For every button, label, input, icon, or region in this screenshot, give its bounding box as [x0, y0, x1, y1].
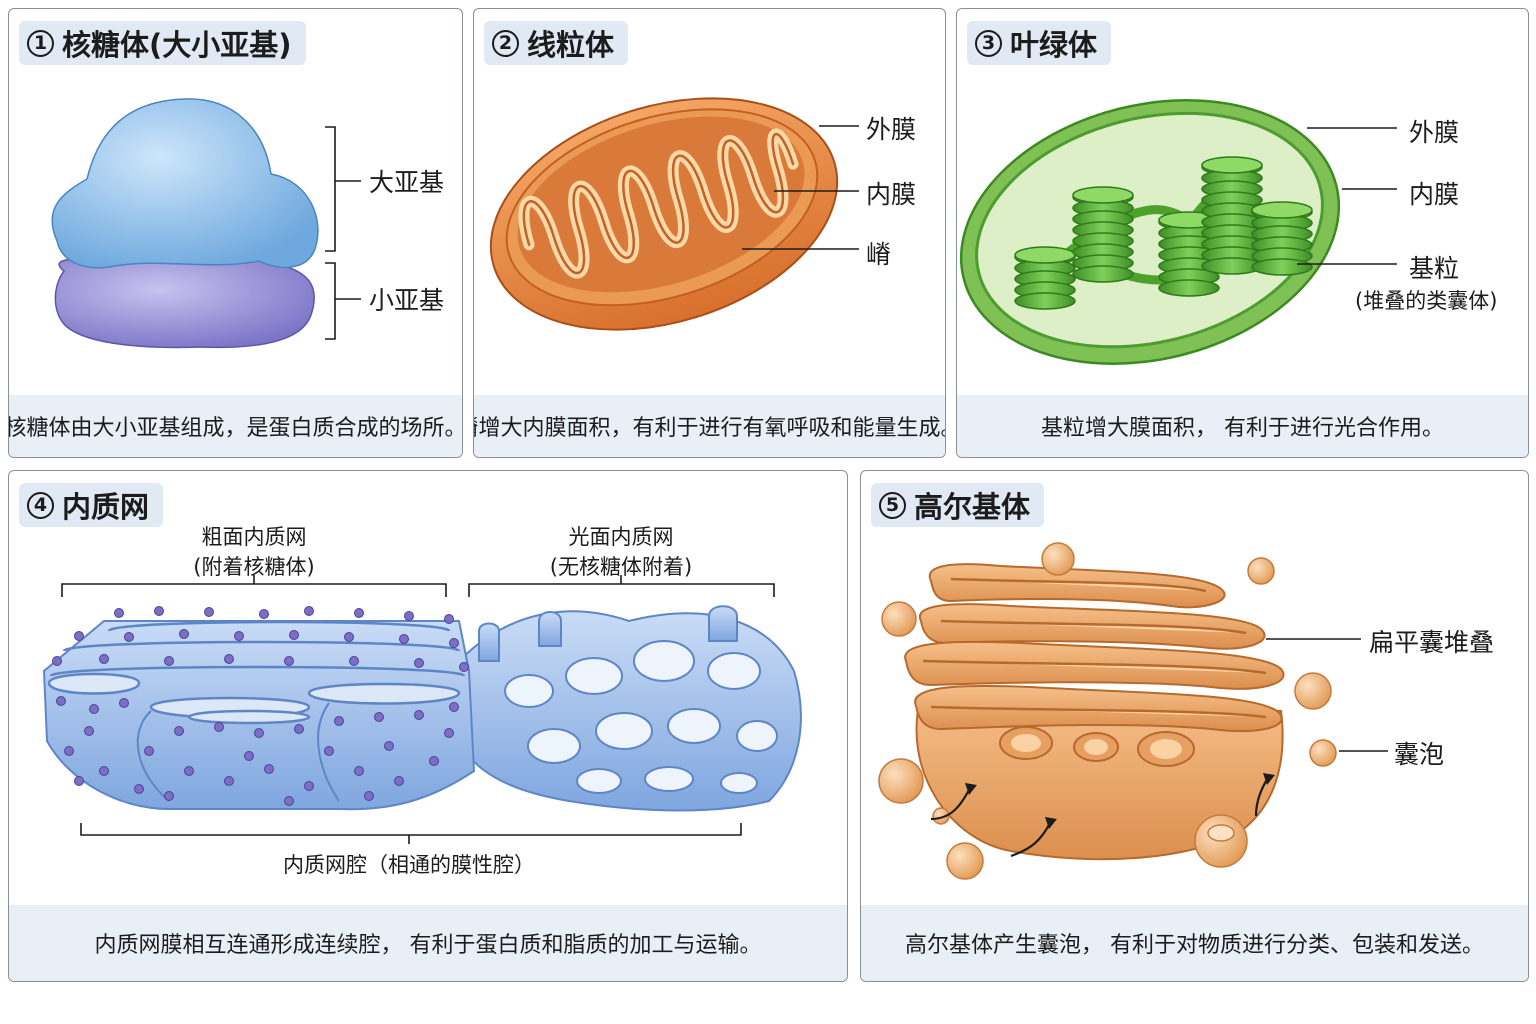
panel-number: 2	[492, 29, 519, 57]
label-granum-note: (堆叠的类囊体)	[1355, 289, 1498, 313]
label-inner-membrane: 内膜	[1409, 180, 1460, 209]
panel-golgi: 5 高尔基体 扁平囊堆叠 囊泡 高尔基体产生囊泡， 有利于对物质进行分类、包装和发…	[860, 470, 1529, 982]
label-cristae: 嵴	[866, 240, 892, 269]
panel-title-er: 4 内质网	[19, 483, 164, 527]
vesicles	[878, 542, 1337, 880]
golgi-illustration	[878, 542, 1388, 880]
small-subunit	[54, 257, 315, 349]
panel-title-golgi: 5 高尔基体	[871, 483, 1045, 527]
panel-chloroplast: 3 叶绿体 外膜 内膜 基粒 (堆叠的类囊体) 基粒增大膜面积， 有利于进行光合作…	[956, 8, 1529, 458]
panel-title-ribosome: 1 核糖体(大小亚基)	[19, 21, 306, 65]
label-cisternae: 扁平囊堆叠	[1369, 628, 1495, 657]
caption-mitochondria: 嵴增大内膜面积，有利于进行有氧呼吸和能量生成。	[474, 395, 945, 457]
caption-ribosome: 核糖体由大小亚基组成，是蛋白质合成的场所。	[9, 395, 462, 457]
panel-number: 3	[975, 29, 1002, 57]
ribosome-illustration	[51, 98, 361, 349]
smooth-er	[452, 605, 802, 812]
title-text: 叶绿体	[1010, 28, 1098, 62]
label-granum: 基粒	[1409, 254, 1460, 283]
title-text: 高尔基体	[914, 490, 1031, 524]
large-subunit	[51, 98, 319, 269]
panel-number: 4	[27, 491, 54, 519]
label-outer-membrane: 外膜	[866, 115, 917, 144]
panel-number: 5	[879, 491, 906, 519]
label-er-lumen: 内质网腔（相通的膜性腔）	[283, 853, 535, 877]
caption-chloroplast: 基粒增大膜面积， 有利于进行光合作用。	[957, 395, 1528, 457]
title-text: 核糖体(大小亚基)	[62, 28, 292, 62]
title-text: 线粒体	[527, 28, 615, 62]
panel-mitochondria: 2 线粒体 外膜 内膜 嵴 嵴增大内膜面积，有利于进行有氧呼吸和能量生成。	[473, 8, 946, 458]
panel-title-chloroplast: 3 叶绿体	[967, 21, 1112, 65]
label-smooth-er: 光面内质网	[568, 525, 674, 549]
panel-er: 4 内质网 粗面内质网 (附着核糖体) 光面内质网 (无核糖体附着) 内质网腔（相…	[8, 470, 848, 982]
label-rough-er: 粗面内质网	[201, 525, 307, 549]
rough-er	[42, 620, 476, 811]
chloroplast-illustration	[959, 99, 1397, 365]
label-rough-er-note: (附着核糖体)	[193, 555, 315, 579]
label-vesicle: 囊泡	[1394, 740, 1445, 769]
label-smooth-er-note: (无核糖体附着)	[549, 555, 693, 579]
label-large-subunit: 大亚基	[369, 168, 445, 197]
grana	[1014, 156, 1313, 310]
ribosome-dots	[52, 606, 469, 806]
er-illustration	[42, 575, 802, 844]
panel-ribosome: 1 核糖体(大小亚基) 大亚基 小亚基 核糖体由大小亚基组成，是蛋白质合成的场所。	[8, 8, 463, 458]
golgi-cisternae	[904, 563, 1285, 861]
title-text: 内质网	[62, 490, 150, 524]
panel-number: 1	[27, 29, 54, 57]
mitochondria-illustration	[489, 97, 859, 331]
panel-title-mitochondria: 2 线粒体	[484, 21, 629, 65]
label-outer-membrane: 外膜	[1409, 118, 1460, 147]
label-small-subunit: 小亚基	[369, 286, 445, 315]
caption-golgi: 高尔基体产生囊泡， 有利于对物质进行分类、包装和发送。	[861, 905, 1528, 981]
caption-er: 内质网膜相互连通形成连续腔， 有利于蛋白质和脂质的加工与运输。	[9, 905, 847, 981]
label-inner-membrane: 内膜	[866, 180, 917, 209]
